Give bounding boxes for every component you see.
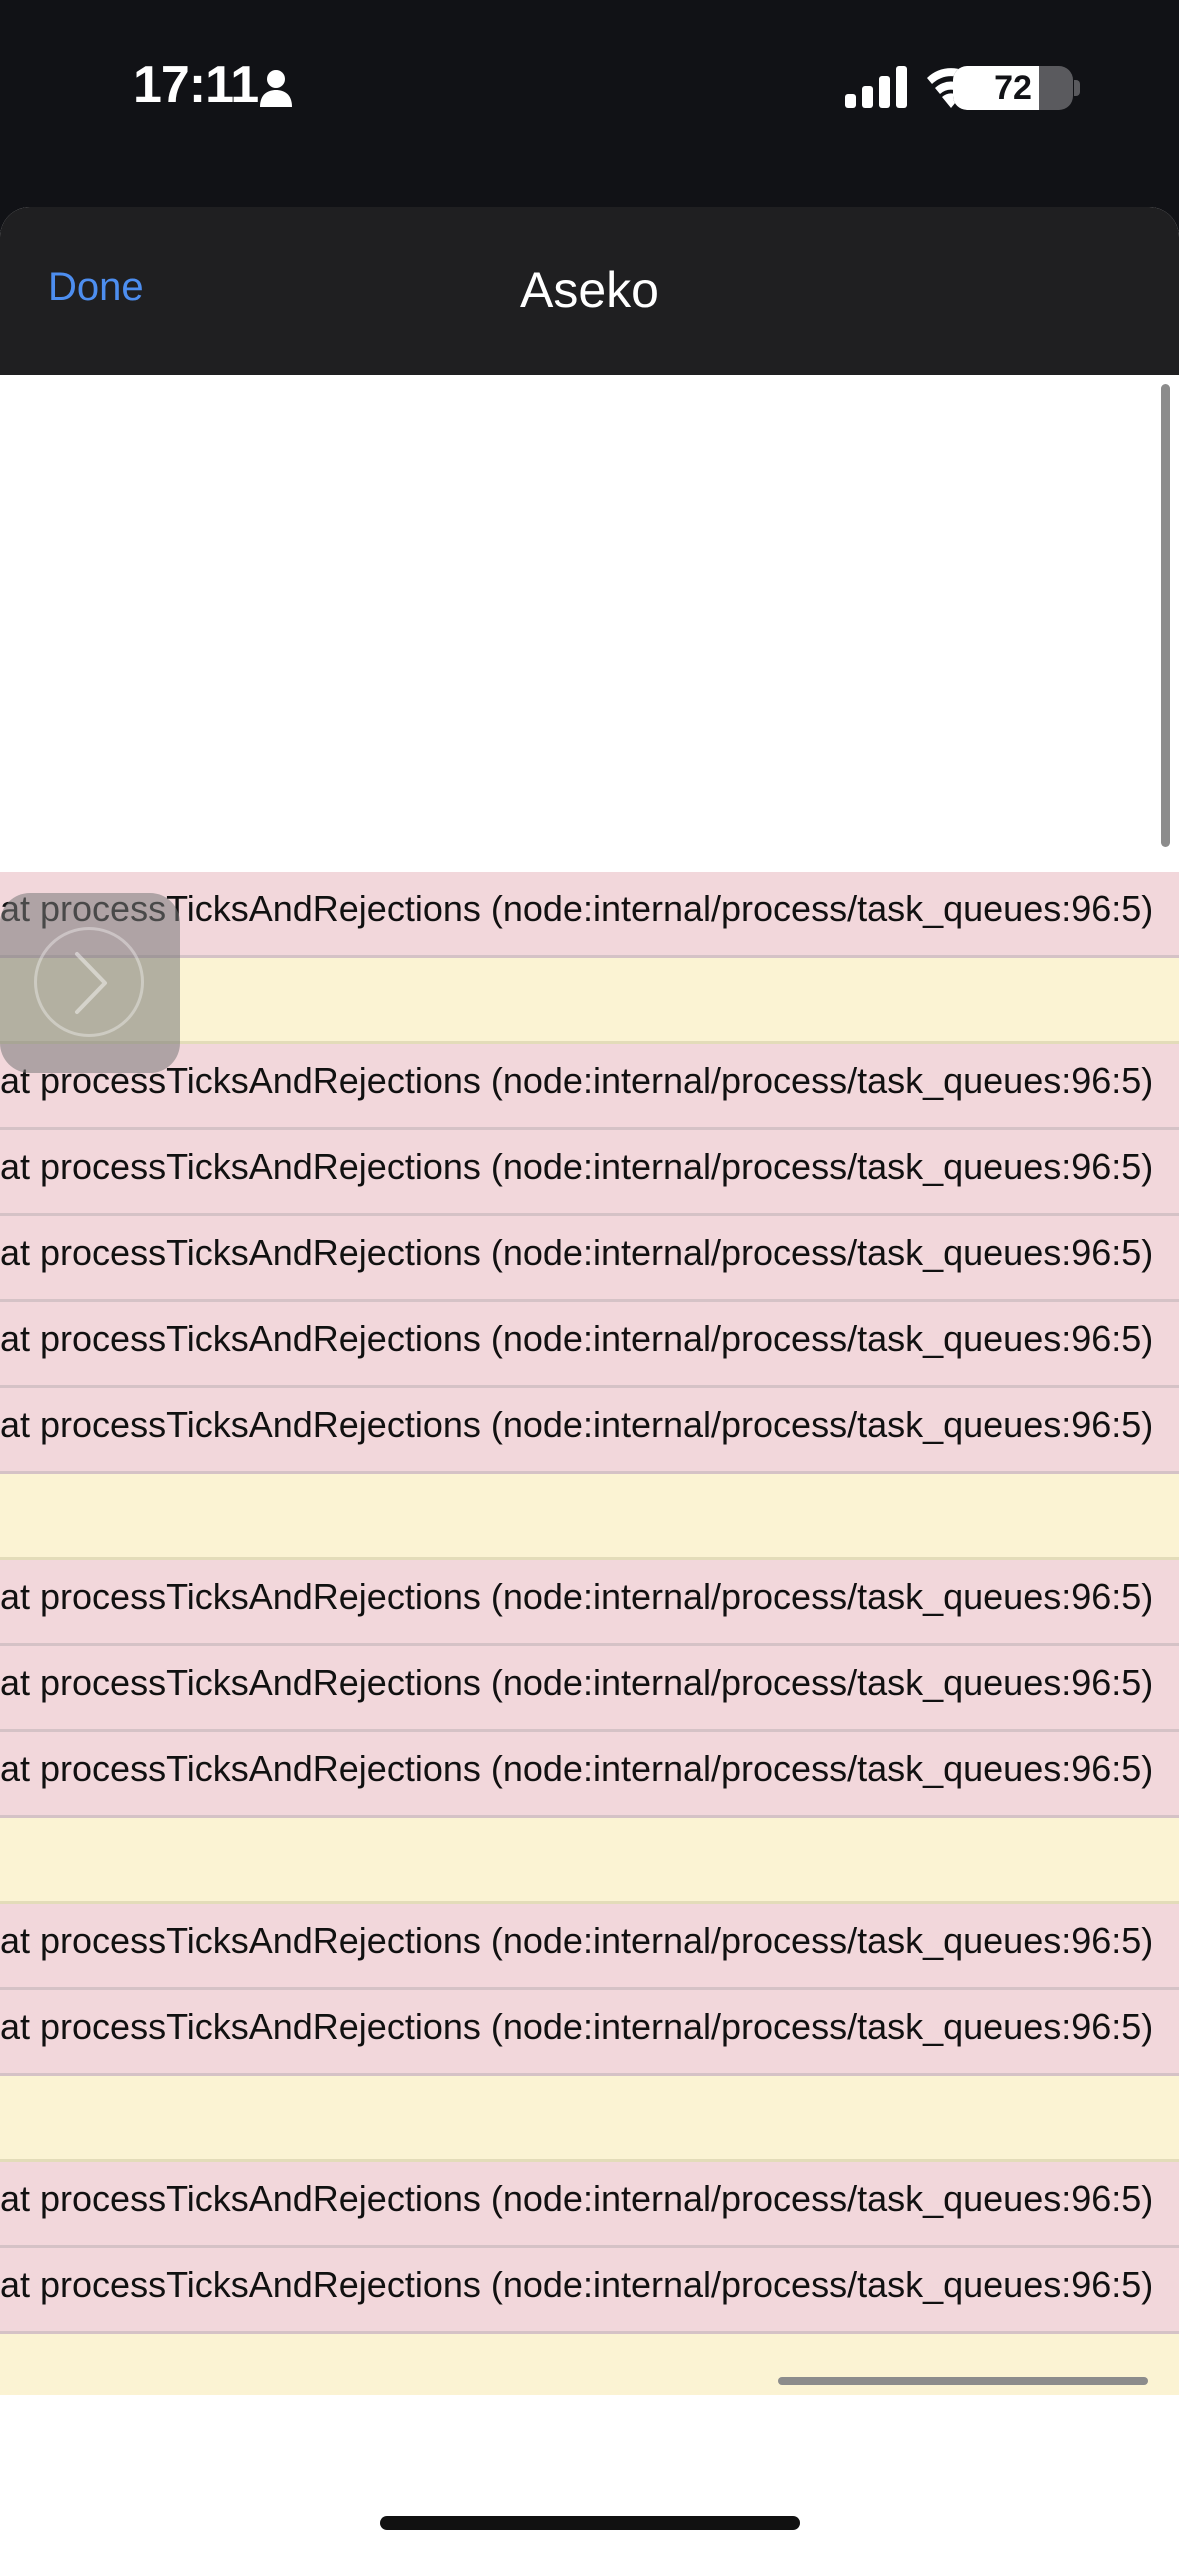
log-row-text: at processTicksAndRejections (node:inter… xyxy=(0,1662,1154,1703)
bottom-area xyxy=(0,2395,1179,2556)
log-row-error: at processTicksAndRejections (node:inter… xyxy=(0,1732,1179,1818)
home-indicator[interactable] xyxy=(380,2516,800,2530)
log-row-warning xyxy=(0,1474,1179,1560)
log-row-text: at processTicksAndRejections (node:inter… xyxy=(0,1146,1154,1187)
log-row-text: at processTicksAndRejections (node:inter… xyxy=(0,1404,1154,1445)
log-row-text: at processTicksAndRejections (node:inter… xyxy=(0,1318,1154,1359)
cellular-signal-icon xyxy=(845,66,907,108)
log-list: at processTicksAndRejections (node:inter… xyxy=(0,872,1179,2395)
log-row-error: at processTicksAndRejections (node:inter… xyxy=(0,1904,1179,1990)
person-icon xyxy=(260,70,292,107)
log-row-text: at processTicksAndRejections (node:inter… xyxy=(0,1576,1154,1617)
page-title: Aseko xyxy=(520,262,659,318)
log-row-error: at processTicksAndRejections (node:inter… xyxy=(0,2248,1179,2334)
battery-level: 72 xyxy=(994,69,1032,107)
battery-icon: 72 xyxy=(953,66,1079,110)
log-row-text: at processTicksAndRejections (node:inter… xyxy=(0,2264,1154,2305)
sheet: Done Aseko at processTicksAndRejections … xyxy=(0,207,1179,2556)
log-row-text: at processTicksAndRejections (node:inter… xyxy=(0,888,1154,929)
log-row-error: at processTicksAndRejections (node:inter… xyxy=(0,872,1179,958)
log-row-error: at processTicksAndRejections (node:inter… xyxy=(0,1990,1179,2076)
log-row-text: at processTicksAndRejections (node:inter… xyxy=(0,2006,1154,2047)
log-row-text: at processTicksAndRejections (node:inter… xyxy=(0,1232,1154,1273)
battery-cap xyxy=(1074,80,1080,96)
horizontal-scrollbar[interactable] xyxy=(778,2377,1148,2385)
log-row-text: at processTicksAndRejections (node:inter… xyxy=(0,1920,1154,1961)
forward-button[interactable] xyxy=(0,893,180,1073)
chevron-right-icon xyxy=(75,952,107,1014)
log-row-error: at processTicksAndRejections (node:inter… xyxy=(0,1302,1179,1388)
log-row-error: at processTicksAndRejections (node:inter… xyxy=(0,1646,1179,1732)
log-row-warning xyxy=(0,958,1179,1044)
log-row-error: at processTicksAndRejections (node:inter… xyxy=(0,1044,1179,1130)
log-row-error: at processTicksAndRejections (node:inter… xyxy=(0,2162,1179,2248)
done-button[interactable]: Done xyxy=(48,265,144,309)
log-row-warning xyxy=(0,2334,1179,2395)
chevron-ring xyxy=(34,927,144,1037)
navigation-bar: Done Aseko xyxy=(0,207,1179,375)
log-row-warning xyxy=(0,2076,1179,2162)
battery-fill xyxy=(953,66,1040,110)
log-row-error: at processTicksAndRejections (node:inter… xyxy=(0,1560,1179,1646)
log-row-error: at processTicksAndRejections (node:inter… xyxy=(0,1216,1179,1302)
log-row-text: at processTicksAndRejections (node:inter… xyxy=(0,2178,1154,2219)
log-row-text: at processTicksAndRejections (node:inter… xyxy=(0,1060,1154,1101)
log-row-error: at processTicksAndRejections (node:inter… xyxy=(0,1388,1179,1474)
log-row-text: at processTicksAndRejections (node:inter… xyxy=(0,1748,1154,1789)
log-row-warning xyxy=(0,1818,1179,1904)
status-time: 17:11 xyxy=(133,56,259,114)
web-content[interactable]: at processTicksAndRejections (node:inter… xyxy=(0,375,1179,2395)
status-bar: 17:11 72 xyxy=(0,0,1179,170)
vertical-scrollbar[interactable] xyxy=(1161,384,1170,847)
log-row-error: at processTicksAndRejections (node:inter… xyxy=(0,1130,1179,1216)
